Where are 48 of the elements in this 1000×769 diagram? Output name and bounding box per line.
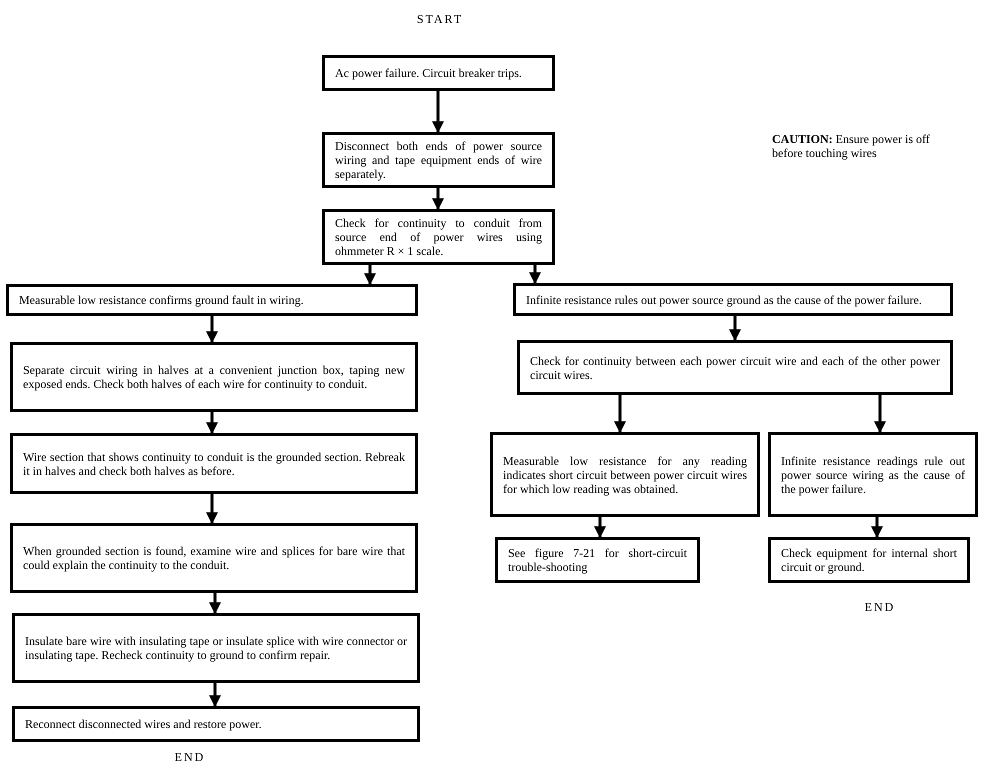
arrow: [874, 395, 886, 434]
step-text: Infinite resistance readings rule out power source wiring as the cause of the power failure.: [781, 454, 965, 496]
step-text: Reconnect disconnected wires and restore power.: [25, 717, 263, 731]
arrow: [871, 517, 883, 538]
terminal-label: END: [174, 750, 206, 764]
process-box: [495, 537, 700, 583]
process-box: [10, 433, 418, 494]
arrow: [432, 188, 444, 210]
arrow: [209, 683, 221, 708]
step-text: Wire section that shows continuity to conduit is the grounded section. Rebreak it in halves and check both halves as before.: [23, 450, 405, 478]
step-text: Measurable low resistance confirms ground fault in wiring.: [19, 293, 305, 307]
arrow: [614, 395, 626, 434]
step-text: Disconnect both ends of power source wiring and tape equipment ends of wire separately.: [335, 139, 542, 181]
step-text: Measurable low resistance for any reading indicates short circuit between power circuit wires for which low reading was obtained.: [503, 454, 747, 496]
caution-note: CAUTION: Ensure power is off before touching wires: [772, 132, 931, 160]
arrow: [206, 412, 218, 434]
step-text: Check for continuity between each power circuit wire and each of the other power circuit wires.: [530, 354, 940, 382]
process-box: [490, 432, 760, 517]
process-box: [12, 706, 420, 742]
terminal-label: END: [864, 600, 896, 614]
process-box: [12, 613, 420, 683]
step-text: Insulate bare wire with insulating tape or insulate splice with wire connector or insulating tape. Recheck continuity to ground to confirm repair.: [25, 634, 407, 662]
process-box: [322, 209, 555, 265]
step-text: When grounded section is found, examine wire and splices for bare wire that could explain the continuity to the conduit.: [23, 544, 405, 572]
arrow: [206, 494, 218, 524]
process-box: [768, 432, 978, 517]
arrow: [364, 265, 376, 286]
process-box: [768, 537, 970, 583]
process-box: [10, 523, 418, 593]
arrow: [594, 517, 606, 538]
step-text: Check equipment for internal short circuit or ground.: [781, 546, 957, 574]
arrow: [206, 316, 218, 344]
step-text: Separate circuit wiring in halves at a convenient junction box, taping new exposed ends. Check both halves of each wire for continuity to conduit.: [23, 363, 405, 391]
process-box: [517, 340, 953, 395]
process-box: [10, 342, 418, 412]
step-text: Check for continuity to conduit from source end of power wires using ohmmeter R × 1 scale.: [335, 216, 542, 258]
process-box: [6, 284, 418, 316]
process-box: [322, 132, 555, 188]
arrow: [529, 265, 541, 284]
arrow: [729, 316, 741, 342]
arrow: [209, 593, 221, 614]
step-text: Infinite resistance rules out power source ground as the cause of the power failure.: [526, 292, 923, 306]
process-box: [513, 283, 953, 316]
process-box: [322, 55, 555, 91]
step-text: Ac power failure. Circuit breaker trips.: [335, 66, 523, 80]
terminal-label: START: [416, 12, 464, 26]
arrow: [432, 91, 444, 134]
step-text: See figure 7-21 for short-circuit trouble-shooting: [508, 546, 687, 574]
